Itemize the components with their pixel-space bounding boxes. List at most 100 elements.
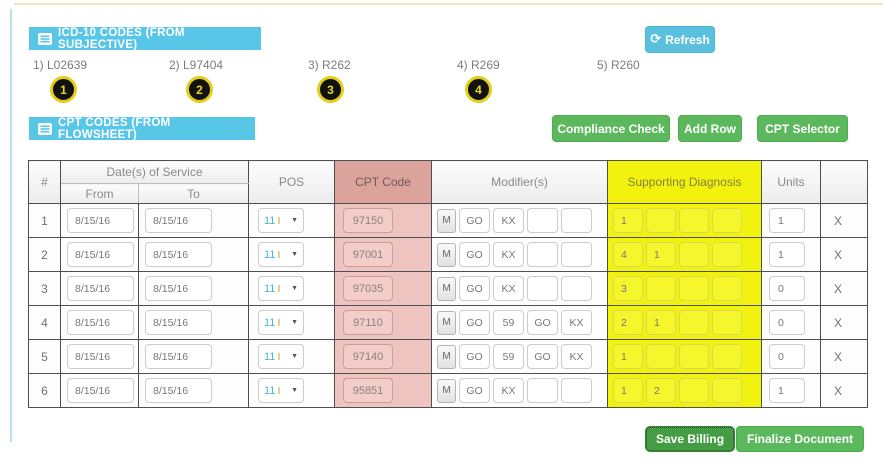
diagnosis-input[interactable] bbox=[613, 242, 643, 267]
delete-row-button[interactable]: X bbox=[834, 247, 843, 262]
modifier-input[interactable] bbox=[561, 344, 592, 369]
diagnosis-input[interactable] bbox=[712, 344, 742, 369]
modifier-input[interactable] bbox=[527, 276, 558, 301]
modifier-input[interactable] bbox=[493, 276, 524, 301]
diagnosis-input[interactable] bbox=[679, 276, 709, 301]
date-to-input[interactable] bbox=[145, 310, 212, 335]
date-from-input[interactable] bbox=[67, 208, 134, 233]
modifier-input[interactable] bbox=[493, 242, 524, 267]
modifier-input[interactable] bbox=[493, 344, 524, 369]
modifier-input[interactable] bbox=[561, 208, 592, 233]
modifier-m-button[interactable]: M bbox=[437, 344, 456, 369]
pos-select[interactable]: 11▼ bbox=[258, 344, 304, 369]
units-input[interactable] bbox=[769, 310, 805, 335]
diagnosis-input[interactable] bbox=[646, 310, 676, 335]
cpt-code-input[interactable]: 95851 bbox=[343, 378, 393, 403]
pos-select[interactable]: 11▼ bbox=[258, 242, 304, 267]
modifier-input[interactable] bbox=[459, 208, 490, 233]
delete-row-button[interactable]: X bbox=[834, 383, 843, 398]
modifier-m-button[interactable]: M bbox=[437, 378, 456, 403]
diagnosis-badge-2[interactable]: 2 bbox=[186, 76, 213, 103]
cpt-code-input[interactable]: 97140 bbox=[343, 344, 393, 369]
diagnosis-input[interactable] bbox=[679, 242, 709, 267]
modifier-input[interactable] bbox=[493, 310, 524, 335]
cpt-code-input[interactable]: 97110 bbox=[343, 310, 393, 335]
units-input[interactable] bbox=[769, 242, 805, 267]
modifier-input[interactable] bbox=[527, 208, 558, 233]
diagnosis-input[interactable] bbox=[613, 378, 643, 403]
diagnosis-input[interactable] bbox=[613, 310, 643, 335]
add-row-button[interactable]: Add Row bbox=[678, 115, 742, 142]
modifier-input[interactable] bbox=[459, 276, 490, 301]
date-to-input[interactable] bbox=[145, 242, 212, 267]
diagnosis-input[interactable] bbox=[712, 276, 742, 301]
cpt-code-input[interactable]: 97001 bbox=[343, 242, 393, 267]
date-from-input[interactable] bbox=[67, 344, 134, 369]
modifier-input[interactable] bbox=[527, 344, 558, 369]
modifier-input[interactable] bbox=[459, 242, 490, 267]
date-to-input[interactable] bbox=[145, 378, 212, 403]
refresh-button[interactable]: ⟳ Refresh bbox=[645, 26, 715, 53]
diagnosis-input[interactable] bbox=[646, 208, 676, 233]
modifier-input[interactable] bbox=[561, 242, 592, 267]
diagnosis-input[interactable] bbox=[712, 208, 742, 233]
modifier-input[interactable] bbox=[493, 378, 524, 403]
diagnosis-input[interactable] bbox=[679, 208, 709, 233]
date-from-input[interactable] bbox=[67, 310, 134, 335]
diagnosis-input[interactable] bbox=[613, 276, 643, 301]
pos-select[interactable]: 11▼ bbox=[258, 208, 304, 233]
diagnosis-input[interactable] bbox=[712, 378, 742, 403]
cpt-selector-button[interactable]: CPT Selector bbox=[757, 115, 848, 142]
modifier-m-button[interactable]: M bbox=[437, 310, 456, 335]
finalize-document-button[interactable]: Finalize Document bbox=[736, 426, 865, 452]
units-input[interactable] bbox=[769, 344, 805, 369]
modifier-input[interactable] bbox=[493, 208, 524, 233]
date-to-input[interactable] bbox=[145, 208, 212, 233]
diagnosis-badge-3[interactable]: 3 bbox=[317, 76, 344, 103]
pos-select[interactable]: 11▼ bbox=[258, 378, 304, 403]
diagnosis-badge-1[interactable]: 1 bbox=[50, 76, 77, 103]
modifier-input[interactable] bbox=[459, 310, 490, 335]
modifier-input[interactable] bbox=[459, 378, 490, 403]
diagnosis-input[interactable] bbox=[679, 344, 709, 369]
modifier-input[interactable] bbox=[561, 378, 592, 403]
delete-row-button[interactable]: X bbox=[834, 315, 843, 330]
units-input[interactable] bbox=[769, 208, 805, 233]
date-from-input[interactable] bbox=[67, 242, 134, 267]
delete-row-button[interactable]: X bbox=[834, 349, 843, 364]
modifier-input[interactable] bbox=[527, 242, 558, 267]
diagnosis-input[interactable] bbox=[646, 242, 676, 267]
compliance-check-button[interactable]: Compliance Check bbox=[552, 115, 670, 142]
diagnosis-input[interactable] bbox=[679, 378, 709, 403]
date-to-input[interactable] bbox=[145, 276, 212, 301]
modifier-input[interactable] bbox=[561, 310, 592, 335]
modifier-m-button[interactable]: M bbox=[437, 208, 456, 233]
diagnosis-badge-4[interactable]: 4 bbox=[465, 76, 492, 103]
cpt-code-input[interactable]: 97035 bbox=[343, 276, 393, 301]
units-input[interactable] bbox=[769, 378, 805, 403]
delete-row-button[interactable]: X bbox=[834, 213, 843, 228]
modifier-m-button[interactable]: M bbox=[437, 242, 456, 267]
diagnosis-input[interactable] bbox=[613, 344, 643, 369]
diagnosis-input[interactable] bbox=[646, 344, 676, 369]
modifier-input[interactable] bbox=[527, 310, 558, 335]
pos-select[interactable]: 11▼ bbox=[258, 276, 304, 301]
diagnosis-input[interactable] bbox=[646, 276, 676, 301]
cpt-code-input[interactable]: 97150 bbox=[343, 208, 393, 233]
date-to-input[interactable] bbox=[145, 344, 212, 369]
diagnosis-input[interactable] bbox=[712, 242, 742, 267]
save-billing-button[interactable]: Save Billing bbox=[646, 427, 735, 451]
pos-select[interactable]: 11▼ bbox=[258, 310, 304, 335]
diagnosis-input[interactable] bbox=[712, 310, 742, 335]
modifier-input[interactable] bbox=[527, 378, 558, 403]
diagnosis-input[interactable] bbox=[679, 310, 709, 335]
date-from-input[interactable] bbox=[67, 276, 134, 301]
delete-row-button[interactable]: X bbox=[834, 281, 843, 296]
diagnosis-input[interactable] bbox=[646, 378, 676, 403]
modifier-input[interactable] bbox=[459, 344, 490, 369]
modifier-m-button[interactable]: M bbox=[437, 276, 456, 301]
units-input[interactable] bbox=[769, 276, 805, 301]
date-from-input[interactable] bbox=[67, 378, 134, 403]
diagnosis-input[interactable] bbox=[613, 208, 643, 233]
modifier-input[interactable] bbox=[561, 276, 592, 301]
